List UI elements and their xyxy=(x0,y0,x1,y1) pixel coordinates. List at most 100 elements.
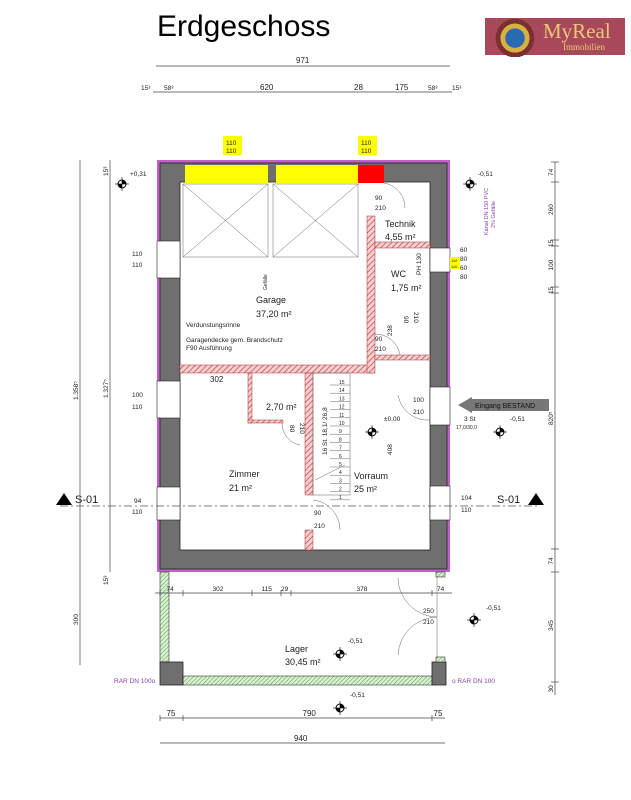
stair-number: 4 xyxy=(339,470,342,476)
company-logo: MyReal Immobilien xyxy=(485,15,625,57)
top-dimensions: 971 15³ 58³ 620 28 175 58³ 15³ xyxy=(141,56,462,93)
window-dims-left: 110 110 100 110 94 110 104 110 xyxy=(132,251,472,516)
note-rinne: Verdunstungsrinne xyxy=(186,322,241,329)
garage-door-1 xyxy=(185,165,268,183)
room-technik-area: 4,55 m² xyxy=(385,232,416,242)
window-dim: 60 xyxy=(460,247,468,254)
stair-number: 2 xyxy=(339,487,342,493)
dim-right: 74 xyxy=(548,168,555,176)
entrance-label: Eingang BESTAND xyxy=(475,403,535,410)
room-lager: Lager xyxy=(285,644,308,654)
entrance-steps: 3 St xyxy=(464,416,476,423)
dim-total-left: 1.358⁵ xyxy=(73,381,80,400)
window-dim: 80 xyxy=(460,256,468,263)
dim-408: 408 xyxy=(387,444,394,455)
stair-number: 6 xyxy=(339,454,342,460)
stair-info: 16 St. 18,1/ 26,8 xyxy=(322,407,329,455)
dim-lager: 302 xyxy=(213,586,224,593)
lager-annex xyxy=(159,571,447,686)
room-lager-area: 30,45 m² xyxy=(285,657,321,667)
note-ph: PH 130 xyxy=(416,253,423,275)
stair-number: 11 xyxy=(339,413,344,419)
level-markers xyxy=(115,177,507,715)
dim-bottom: 75 xyxy=(167,709,176,718)
door-dim: 90 xyxy=(375,195,383,202)
dim-inner-left: 1.327⁵ xyxy=(103,379,110,398)
window-dim: 60 xyxy=(460,265,468,272)
dim-bottom: 790 xyxy=(303,709,317,718)
note-decke: F90 Ausführung xyxy=(186,345,232,352)
stair-number: 7 xyxy=(339,446,342,452)
room-garage-area: 37,20 m² xyxy=(256,309,292,319)
window-dim: 110 xyxy=(132,509,143,516)
logo-brand: MyReal xyxy=(543,19,611,43)
stair-number: 9 xyxy=(339,429,342,435)
door-tag: 110 xyxy=(361,140,372,147)
dim-lager: 29 xyxy=(281,586,289,593)
window-dim: 80 xyxy=(460,274,468,281)
dim-right: 820⁵ xyxy=(548,411,555,425)
door-dim: 210 xyxy=(314,523,325,530)
stair-number: 1 xyxy=(339,495,342,501)
dim-top-left: 15³ xyxy=(103,166,110,176)
logo-sub: Immobilien xyxy=(563,42,605,52)
door-dim: 90 xyxy=(314,510,322,517)
door-dim: 210 xyxy=(423,619,434,626)
entrance-arrow-icon xyxy=(458,397,472,413)
note-kanal: Kanal DN 150 PVC xyxy=(484,188,490,235)
door-tag: 110 xyxy=(361,148,372,155)
window-tag: 110 xyxy=(451,258,458,263)
dim-lager-left: 300 xyxy=(73,614,80,625)
entrance-label-bg xyxy=(472,399,549,411)
dim-right: 30 xyxy=(548,685,555,693)
stair-number: 8 xyxy=(339,437,342,443)
note-decke: Garagendecke gem. Brandschutz xyxy=(186,337,283,344)
page-title: Erdgeschoss xyxy=(157,10,330,43)
dim-lager: 378 xyxy=(357,586,368,593)
dim-seg: 58³ xyxy=(164,85,174,92)
door-dim: 250 xyxy=(423,608,434,615)
dim-seg: 175 xyxy=(395,83,409,92)
stair-number: 3 xyxy=(339,478,342,484)
dim-lager: 74 xyxy=(167,586,175,593)
door-dim: 90 xyxy=(402,316,409,324)
door-dimensions: 90 210 90 210 90 210 90 210 80 210 100 2… xyxy=(210,195,468,626)
level-ne: -0,51 xyxy=(478,171,493,178)
stair-number: 13 xyxy=(339,396,345,402)
room-garage: Garage xyxy=(256,295,286,305)
section-marker-icon xyxy=(56,493,72,505)
window-dim: 94 xyxy=(134,498,142,505)
note-rar-right: o RAR DN 100 xyxy=(452,678,495,685)
dim-lager: 115 xyxy=(262,586,273,593)
room-technik: Technik xyxy=(385,219,416,229)
door-dim: 210 xyxy=(375,346,386,353)
section-label-left: S-01 xyxy=(75,494,98,506)
main-building xyxy=(60,160,540,572)
fire-door xyxy=(358,165,384,183)
dim-right: 15 xyxy=(548,239,555,247)
level-entrance: -0,51 xyxy=(510,416,525,423)
window-dim: 100 xyxy=(132,392,143,399)
dim-right: 100 xyxy=(548,259,555,270)
door-tag-box xyxy=(223,136,242,155)
level-bottom: -0,51 xyxy=(350,692,365,699)
door-tag-box xyxy=(358,136,377,155)
dim-seg: 620 xyxy=(260,83,274,92)
door-tag: 110 xyxy=(226,140,237,147)
stair-number: 12 xyxy=(339,405,345,411)
window-dim: 110 xyxy=(132,262,143,269)
dim-seg: 58³ xyxy=(428,85,438,92)
garage-door-2 xyxy=(276,165,358,183)
level-zero: ±0,00 xyxy=(384,416,401,423)
room-zimmer-area: 21 m² xyxy=(229,483,252,493)
note-kanal: 2% Gefälle xyxy=(491,201,497,228)
level-lager-out: -0,51 xyxy=(486,605,501,612)
door-dim: 80 xyxy=(288,425,295,433)
dim-right: 345 xyxy=(548,620,555,631)
left-dimensions: 1.358⁵ 1.327⁵ 15³ 15³ 300 xyxy=(73,160,111,665)
